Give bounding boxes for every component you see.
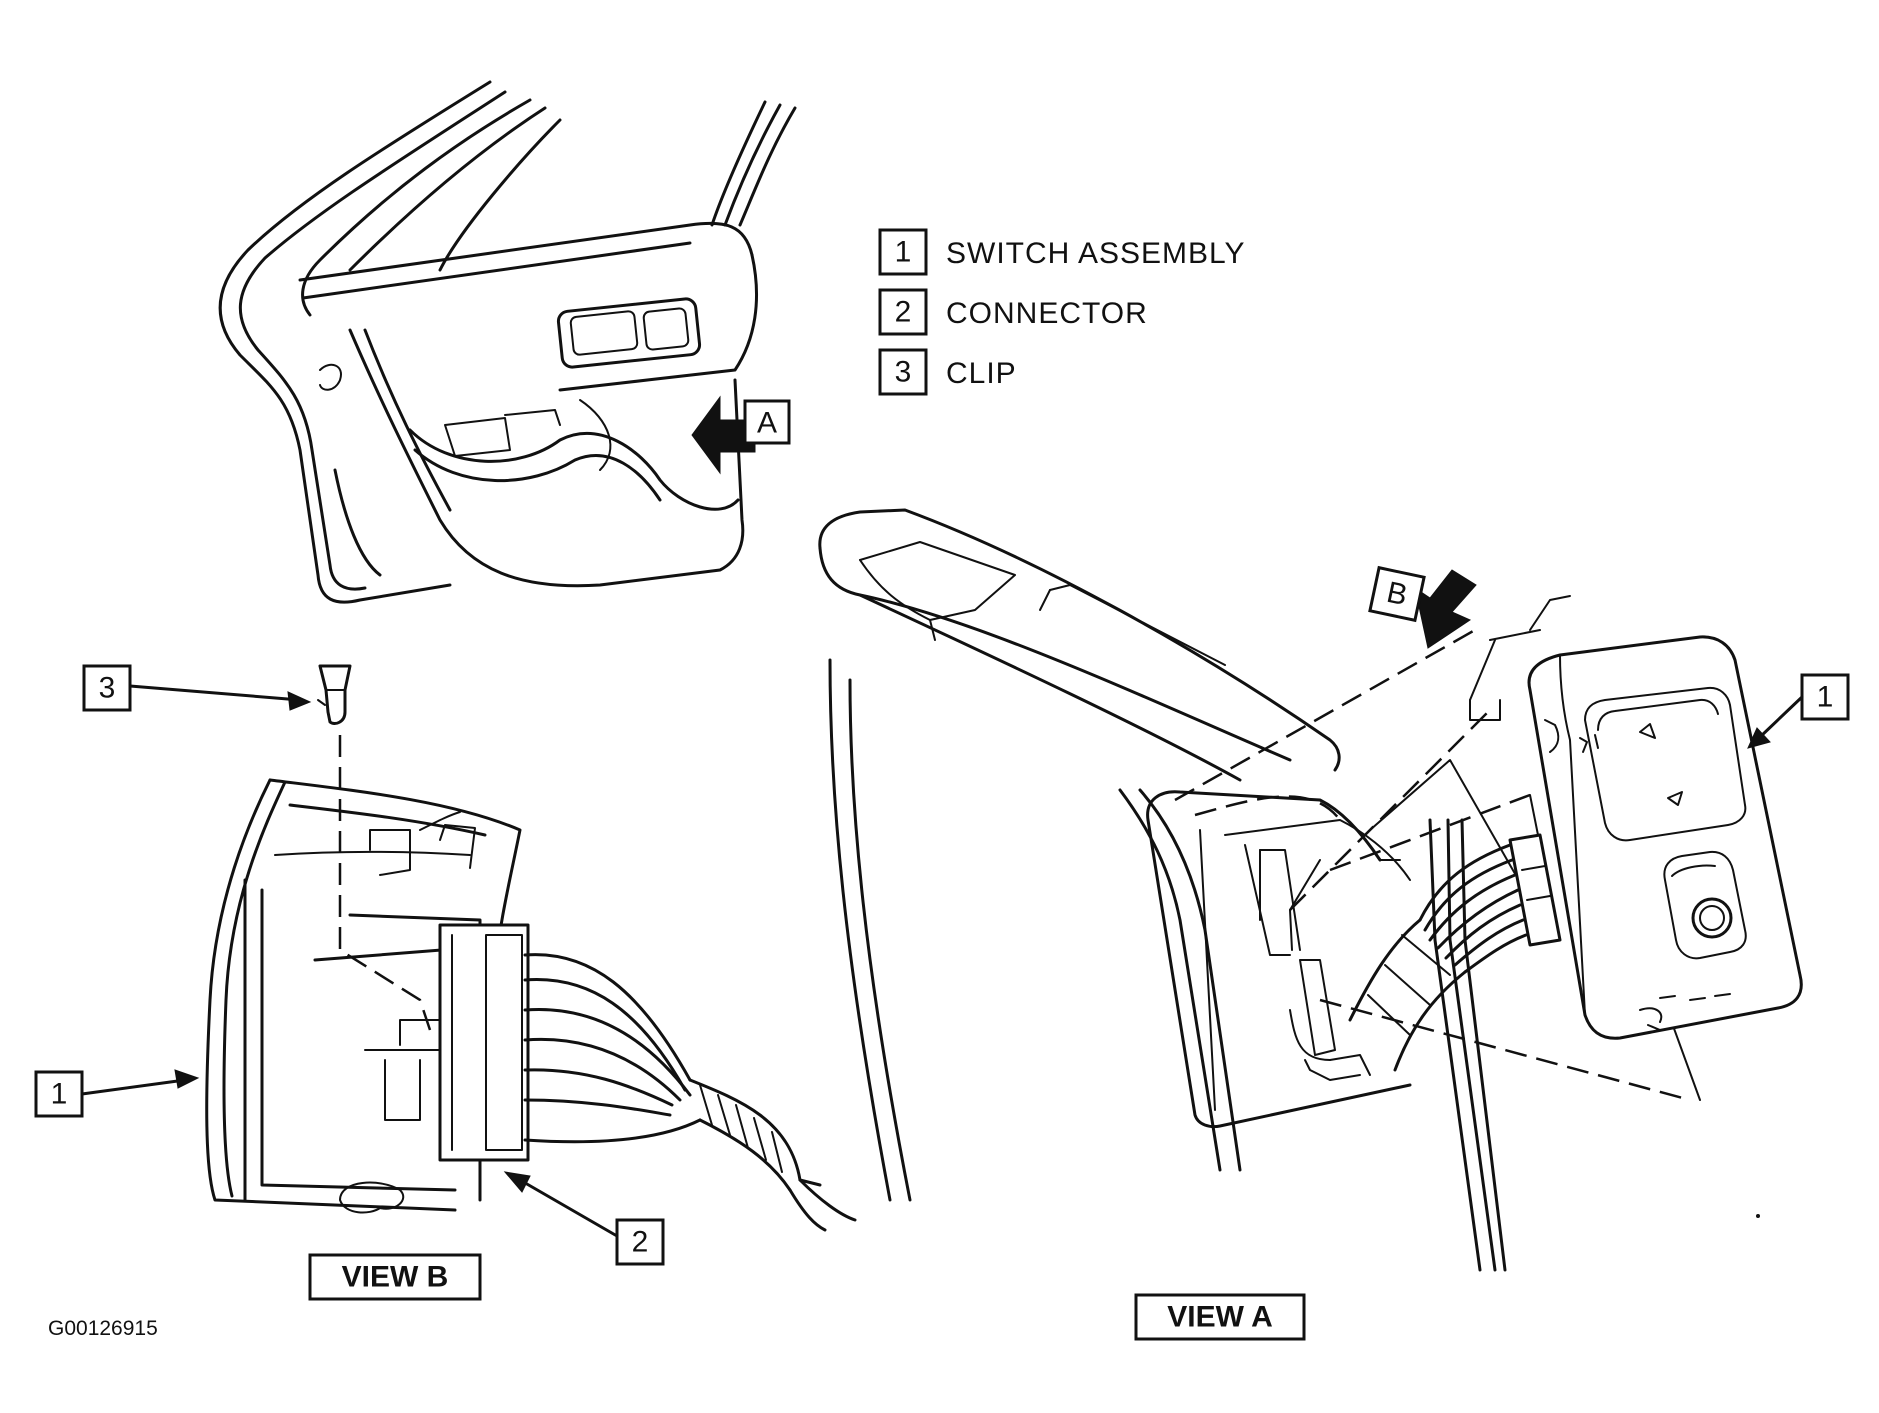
callout-connector-label: 2 <box>632 1226 649 1259</box>
view-b-illustration: 3 <box>34 664 857 1266</box>
callout-switch-b-label: 1 <box>51 1078 68 1111</box>
arrow-b-label-box <box>1368 565 1426 623</box>
legend-num: 2 <box>895 296 912 329</box>
legend-num: 1 <box>895 236 912 269</box>
legend-label: CLIP <box>946 357 1017 390</box>
door-overview <box>218 80 797 604</box>
legend-num: 3 <box>895 356 912 389</box>
legend: 1 SWITCH ASSEMBLY 2 CONNECTOR 3 CLIP <box>878 228 1246 396</box>
view-b-title: VIEW B <box>342 1261 449 1294</box>
legend-num-box <box>878 228 928 276</box>
callout-switch-a-label: 1 <box>1817 681 1834 714</box>
legend-num-box <box>878 348 928 396</box>
callout-switch-b-box <box>34 1070 84 1118</box>
legend-label: CONNECTOR <box>946 297 1148 330</box>
callout-connector-box <box>615 1218 665 1266</box>
scan-speck <box>1756 1214 1760 1218</box>
arrow-a-label: A <box>757 407 777 440</box>
view-a-title-box <box>1134 1293 1306 1341</box>
callout-clip-box <box>82 664 132 712</box>
view-a-illustration <box>818 508 1701 1272</box>
switch-assembly-part <box>1527 635 1803 1040</box>
legend-item-switch-assembly: 1 SWITCH ASSEMBLY <box>878 228 1246 276</box>
callout-clip-label: 3 <box>99 672 116 705</box>
wire-harness <box>523 953 857 1232</box>
connector-part <box>364 923 530 1162</box>
view-b-pointer: B <box>1368 565 1477 649</box>
legend-label: SWITCH ASSEMBLY <box>946 237 1246 270</box>
view-b-title-box <box>308 1253 482 1301</box>
arrow-a-label-box <box>743 399 791 445</box>
legend-item-connector: 2 CONNECTOR <box>878 288 1148 336</box>
view-a-title: VIEW A <box>1167 1301 1273 1334</box>
view-a-pointer: A <box>691 395 791 475</box>
callout-switch-a-box <box>1800 673 1850 721</box>
legend-num-box <box>878 288 928 336</box>
legend-item-clip: 3 CLIP <box>878 348 1017 396</box>
clip-part <box>317 664 352 726</box>
wire-harness-view-a <box>1348 833 1562 1072</box>
figure-id: G00126915 <box>48 1317 158 1340</box>
